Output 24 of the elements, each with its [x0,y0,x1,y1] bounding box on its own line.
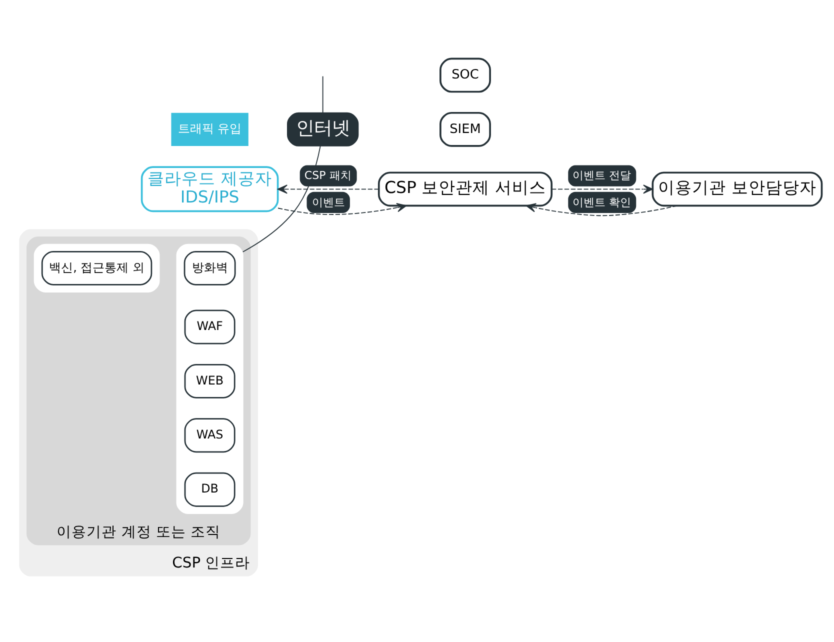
arrow [551,184,654,194]
node-box: 백신, 접근통제 외 [41,250,152,286]
arrow [277,184,380,194]
arrow [278,203,407,215]
node-box: WEB [184,364,236,398]
node-box: WAS [184,418,236,453]
edge-label: CSP 패치 [304,169,352,182]
connector [322,76,324,114]
edge-label: 이벤트 전달 [572,169,632,182]
node-box: 클라우드 제공자 IDS/IPS [140,166,279,212]
node-box: SOC [440,58,491,93]
node-box: SIEM [440,112,491,147]
node-box: 인터넷 [286,112,359,146]
label: 트래픽 유입 [178,122,242,136]
cluster [176,244,244,514]
node-box: DB [184,472,236,507]
node-box: 이용기관 보안담당자 [652,172,823,207]
node-box: WAF [184,310,236,344]
edge-label: 이벤트 [312,196,345,209]
node-box: CSP 보안관제 서비스 [378,172,553,207]
edge-label: 이벤트 확인 [572,196,632,209]
node-box: 방화벽 [184,250,236,286]
cluster [34,244,160,293]
arrow [526,203,678,216]
